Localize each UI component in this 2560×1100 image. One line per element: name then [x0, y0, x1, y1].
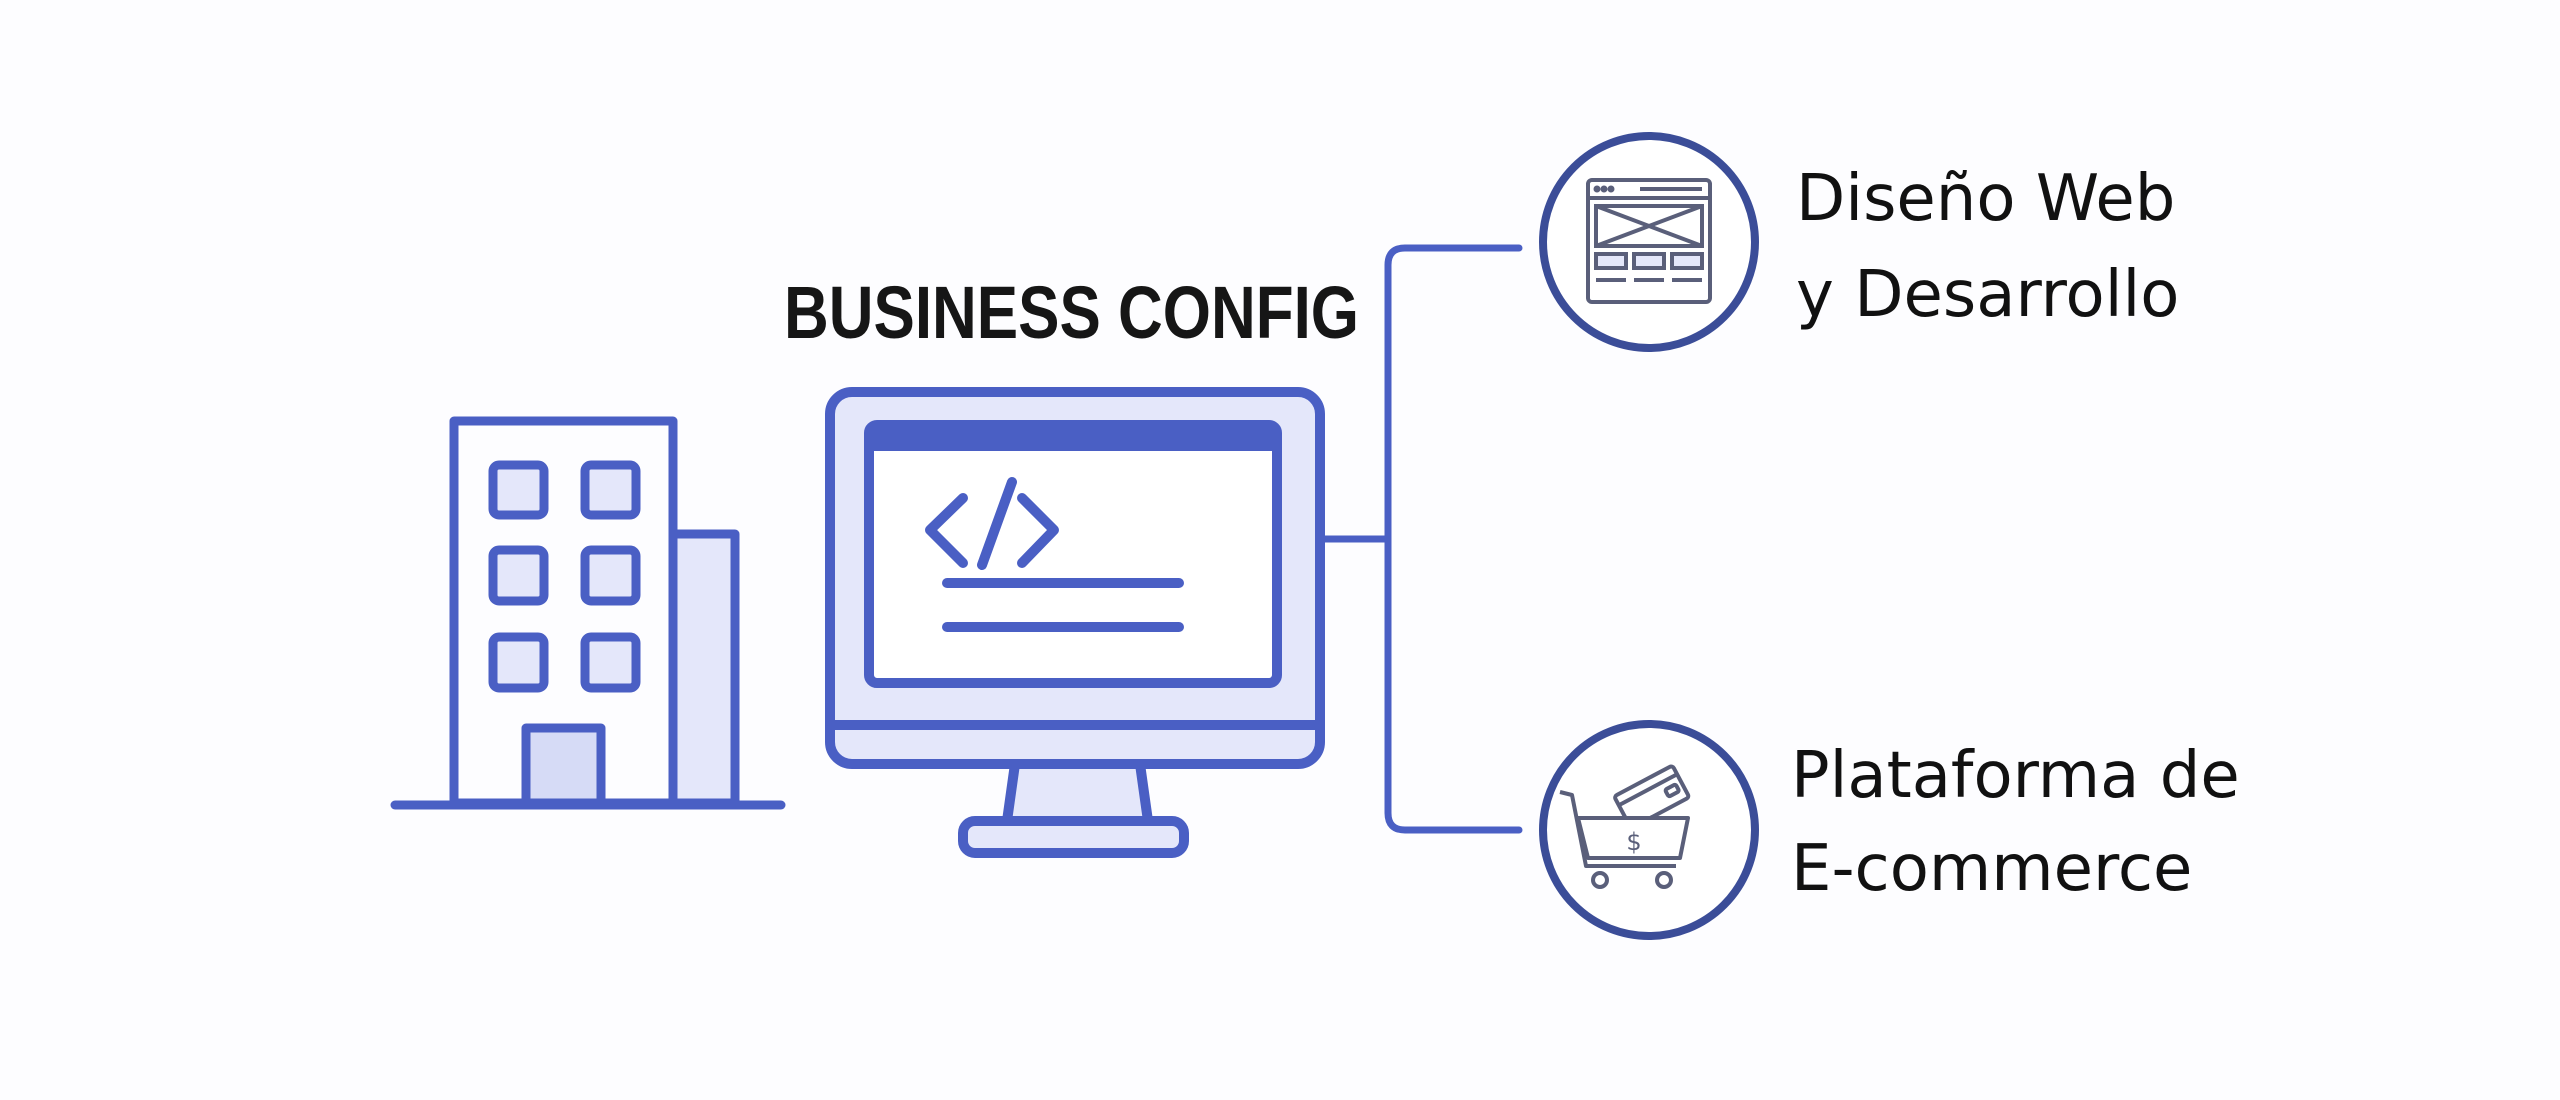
service-title-line1: Diseño Web	[1796, 162, 2175, 236]
diagram-title: BUSINESS CONFIG	[784, 271, 1359, 354]
connector-lines	[1316, 244, 1523, 834]
code-brackets-icon	[925, 477, 1059, 570]
service-title-line1: Plataforma de	[1791, 739, 2240, 813]
computer-monitor-icon	[825, 387, 1325, 858]
office-building-icon	[390, 416, 786, 810]
shopping-cart-icon: $	[1559, 764, 1691, 889]
service-title-line2: y Desarrollo	[1796, 258, 2179, 332]
service-web-design: Diseño Web y Desarrollo	[1539, 132, 2179, 352]
service-ecommerce: $ Plataforma de E-commerce	[1539, 720, 2240, 940]
web-wireframe-icon	[1586, 178, 1712, 304]
dollar-symbol: $	[1626, 828, 1641, 856]
service-title-line2: E-commerce	[1791, 832, 2192, 906]
